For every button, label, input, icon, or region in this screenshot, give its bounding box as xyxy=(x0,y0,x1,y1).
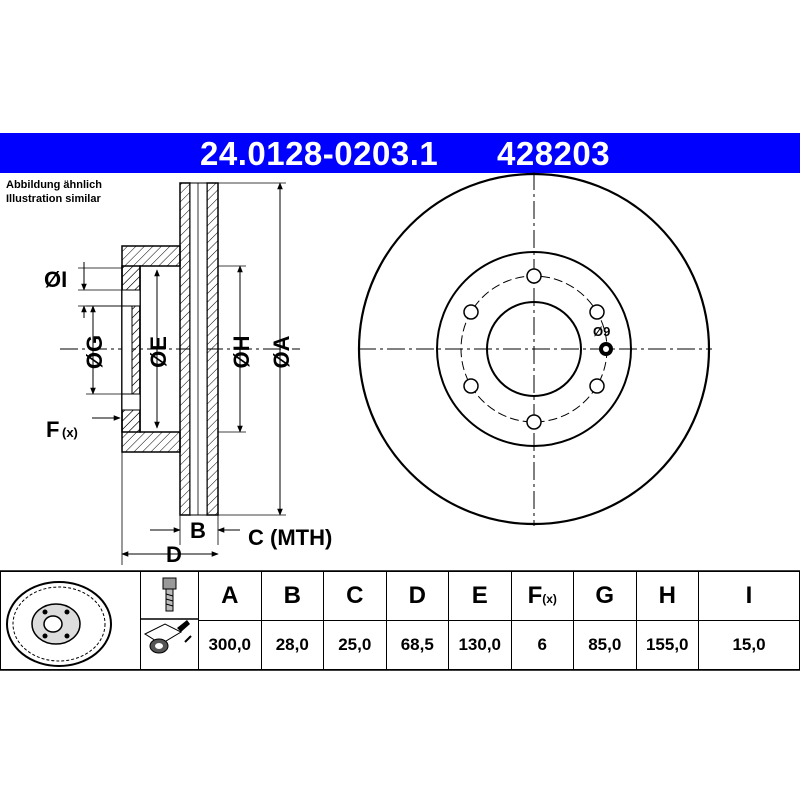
spec-table: A B C D E F(x) G H I 300,0 28,0 25,0 68,… xyxy=(198,571,800,670)
bolt-hole xyxy=(589,378,605,394)
icon-column xyxy=(141,571,198,670)
spec-value-h: 155,0 xyxy=(635,620,699,670)
front-view: Ø9 xyxy=(357,172,712,526)
bolt-hole xyxy=(589,304,605,320)
spec-value-row: 300,0 28,0 25,0 68,5 130,0 6 85,0 155,0 … xyxy=(198,620,800,670)
spec-value-d: 68,5 xyxy=(385,620,449,670)
bolt-hole-label: Ø9 xyxy=(593,324,610,339)
spec-header-b: B xyxy=(260,571,324,621)
vent-channel xyxy=(189,182,208,516)
spec-header-i: I xyxy=(698,571,800,621)
spec-header-c: C xyxy=(323,571,387,621)
center-bore-section xyxy=(121,305,133,395)
part-number: 24.0128-0203.1 xyxy=(200,135,439,172)
spec-header-g: G xyxy=(573,571,637,621)
label-h: ØH xyxy=(229,336,254,369)
bolt-hole xyxy=(463,304,479,320)
label-b: B xyxy=(190,518,206,543)
inner-friction-plate xyxy=(206,182,219,516)
torque-tightening-icon xyxy=(143,620,192,654)
note-line-de: Abbildung ähnlich xyxy=(6,179,102,191)
spec-value-i: 15,0 xyxy=(698,620,800,670)
spec-value-e: 130,0 xyxy=(448,620,512,670)
label-c: C (MTH) xyxy=(248,525,332,550)
spec-panel: A B C D E F(x) G H I 300,0 28,0 25,0 68,… xyxy=(0,571,800,670)
illustration-note: Abbildung ähnlich Illustration similar xyxy=(6,178,102,206)
bolt-hole xyxy=(526,268,542,284)
cross-section-view xyxy=(60,182,300,565)
label-a: ØA xyxy=(269,335,294,368)
bolt-hole-section-top xyxy=(121,289,141,307)
bolt-icon xyxy=(162,577,177,612)
label-f-sub: (x) xyxy=(62,425,78,440)
bolt-hole xyxy=(526,414,542,430)
bolt-hole-section-bottom xyxy=(121,393,141,411)
section-labels: ØA ØH ØE ØG ØI F (x) B C (MTH) D xyxy=(44,267,332,567)
label-i: ØI xyxy=(44,267,67,292)
label-g: ØG xyxy=(82,335,107,369)
label-d: D xyxy=(166,542,182,567)
bolt-hole xyxy=(463,378,479,394)
spec-value-c: 25,0 xyxy=(323,620,387,670)
outer-friction-plate xyxy=(179,182,191,516)
label-f: F xyxy=(46,417,59,442)
catalog-number: 428203 xyxy=(497,135,611,172)
label-e: ØE xyxy=(146,336,171,368)
spec-value-a: 300,0 xyxy=(198,620,262,670)
header-banner: 24.0128-0203.1 428203 xyxy=(0,133,800,173)
spec-header-d: D xyxy=(385,571,449,621)
brake-disc-thumbnail-icon xyxy=(6,581,112,667)
spec-header-row: A B C D E F(x) G H I xyxy=(198,571,800,621)
spec-header-f: F(x) xyxy=(510,571,574,621)
brake-disc-thumbnail xyxy=(0,571,141,670)
spec-value-g: 85,0 xyxy=(573,620,637,670)
spec-value-f: 6 xyxy=(510,620,574,670)
spec-header-e: E xyxy=(448,571,512,621)
spec-header-h: H xyxy=(635,571,699,621)
spec-header-a: A xyxy=(198,571,262,621)
spec-header-f-sub: (x) xyxy=(542,592,557,606)
note-line-en: Illustration similar xyxy=(6,193,101,205)
spec-value-b: 28,0 xyxy=(260,620,324,670)
